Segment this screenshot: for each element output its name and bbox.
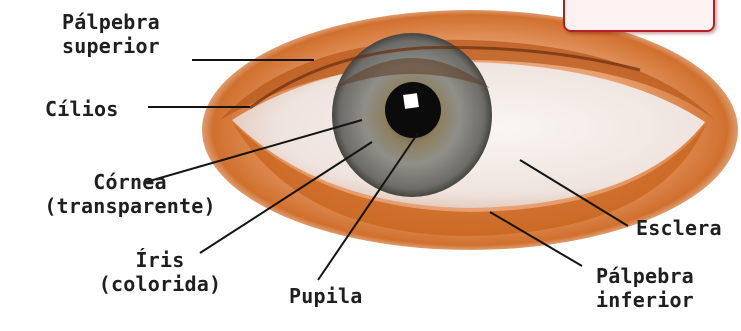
title-badge xyxy=(563,0,715,32)
pupil-highlight xyxy=(403,93,419,109)
label-esclera: Esclera xyxy=(636,216,722,240)
label-line: (colorida) xyxy=(95,272,225,296)
pupil xyxy=(385,82,441,138)
label-iris: Íris (colorida) xyxy=(95,248,225,296)
label-line: Pálpebra xyxy=(596,264,694,288)
label-line: Pálpebra xyxy=(62,10,160,34)
label-palpebra-inferior: Pálpebra inferior xyxy=(596,264,694,312)
label-line: Íris xyxy=(95,248,225,272)
label-cilios: Cílios xyxy=(45,97,118,121)
label-line: inferior xyxy=(596,288,694,312)
label-line: (transparente) xyxy=(32,194,228,218)
label-pupila: Pupila xyxy=(289,284,362,308)
label-palpebra-superior: Pálpebra superior xyxy=(62,10,160,58)
label-line: Córnea xyxy=(32,170,228,194)
label-line: superior xyxy=(62,34,160,58)
label-cornea: Córnea (transparente) xyxy=(32,170,228,218)
